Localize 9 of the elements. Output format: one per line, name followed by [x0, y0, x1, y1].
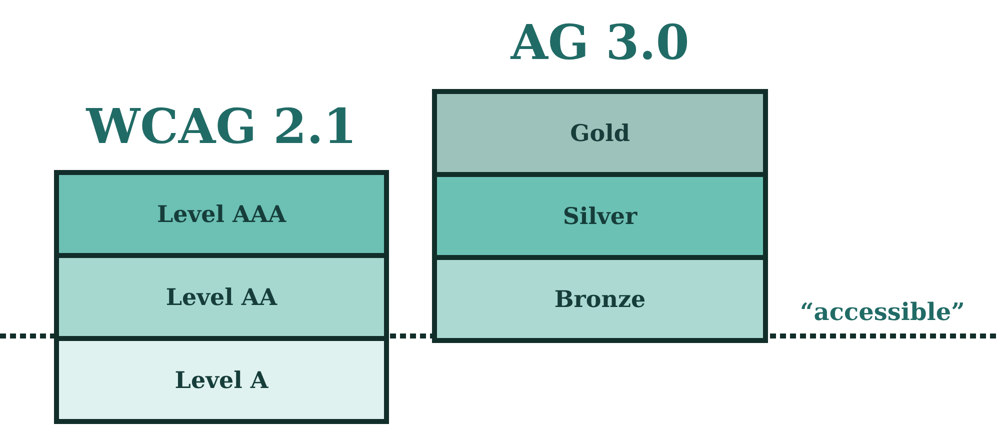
- tier-label: Silver: [562, 202, 638, 230]
- stack-heading: AG 3.0: [510, 14, 690, 73]
- stack-heading: WCAG 2.1: [86, 98, 357, 157]
- threshold-label: “accessible”: [800, 297, 965, 326]
- tier-label: Gold: [570, 120, 630, 146]
- tier-label: Level AAA: [156, 200, 286, 228]
- tier-label: Level AA: [166, 284, 278, 310]
- tier-label: Level A: [174, 366, 268, 394]
- tier-label: Bronze: [554, 286, 646, 312]
